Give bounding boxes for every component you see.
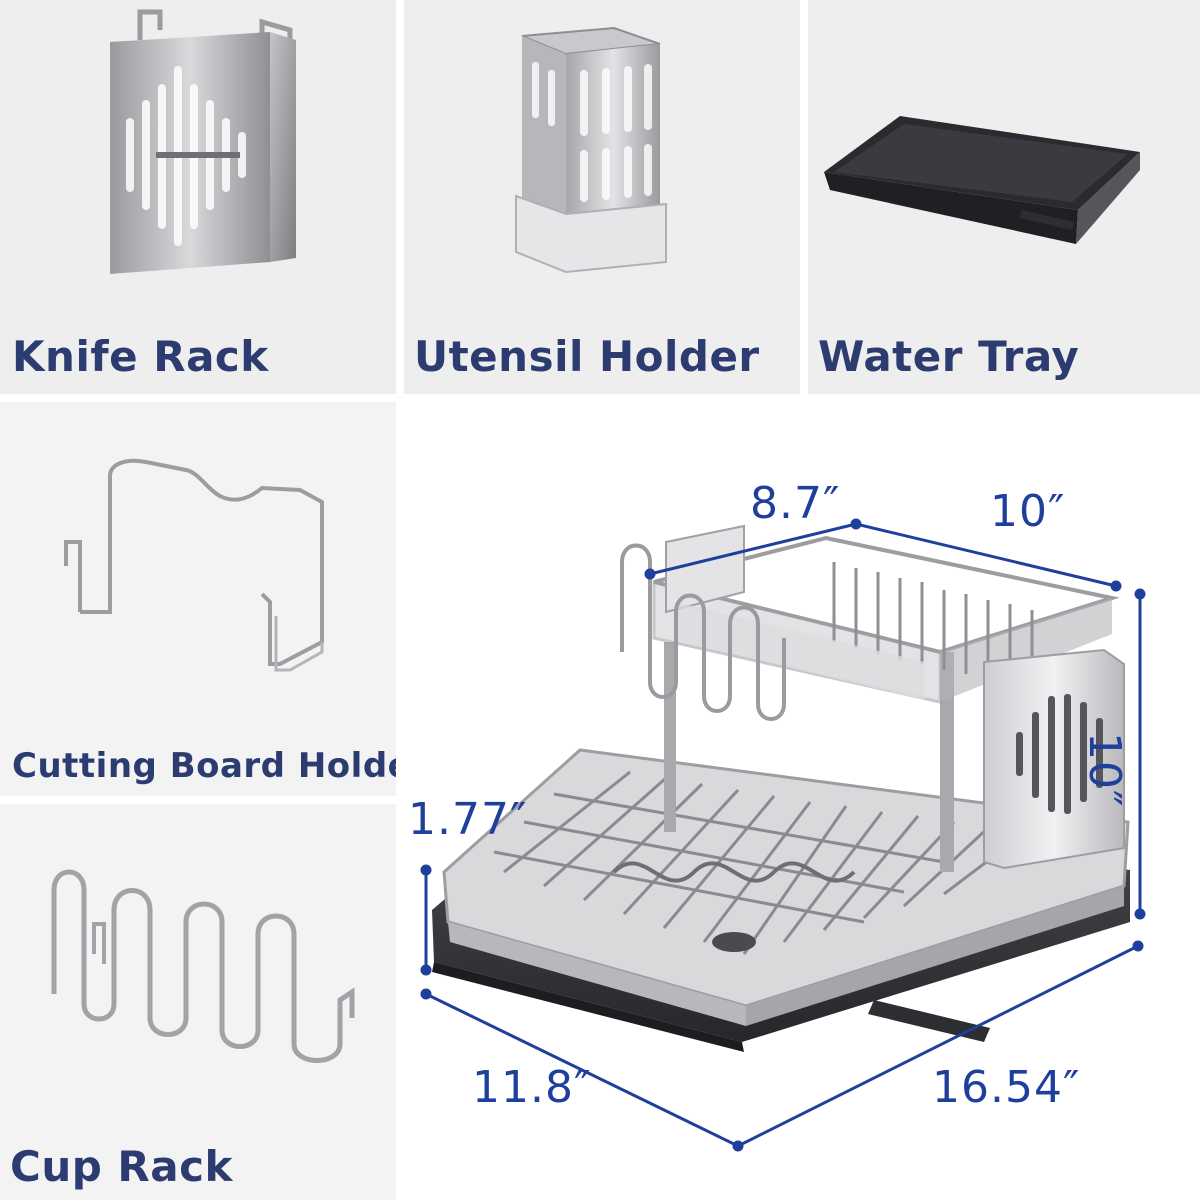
knife-rack-image bbox=[110, 9, 296, 274]
top-depth-dimension: 10″ bbox=[990, 486, 1066, 537]
base-length-line bbox=[737, 944, 1139, 1148]
water-tray-panel: Water Tray bbox=[808, 0, 1200, 394]
utensil-holder-panel: Utensil Holder bbox=[404, 0, 800, 394]
utensil-holder-image bbox=[515, 26, 667, 274]
cup-rack-panel: Cup Rack bbox=[0, 804, 396, 1200]
top-width-line bbox=[649, 522, 857, 576]
cutting-board-holder-image bbox=[64, 458, 324, 672]
knife-rack-panel: Knife Rack bbox=[0, 0, 396, 394]
water-tray-label: Water Tray bbox=[818, 332, 1080, 381]
utensil-holder-label: Utensil Holder bbox=[414, 332, 760, 381]
height-dimension: 10″ bbox=[1079, 732, 1130, 808]
water-tray-image bbox=[824, 116, 1140, 244]
base-length-dimension: 16.54″ bbox=[932, 1062, 1081, 1113]
cup-rack-image bbox=[51, 869, 355, 1063]
base-width-line bbox=[425, 992, 739, 1148]
cup-rack-label: Cup Rack bbox=[10, 1142, 233, 1191]
dish-rack-image bbox=[420, 518, 1146, 1152]
tray-height-dimension: 1.77″ bbox=[408, 794, 528, 845]
top-width-dimension: 8.7″ bbox=[750, 478, 841, 529]
top-depth-line bbox=[855, 522, 1117, 588]
dish-rack-dimensions-panel: 8.7″ 10″ 10″ 1.77″ 11.8″ 16.54″ bbox=[404, 402, 1200, 1200]
cutting-board-holder-panel: Cutting Board Holder bbox=[0, 402, 396, 796]
knife-rack-label: Knife Rack bbox=[12, 332, 269, 381]
base-width-dimension: 11.8″ bbox=[472, 1062, 592, 1113]
cutting-board-holder-label: Cutting Board Holder bbox=[12, 746, 396, 786]
